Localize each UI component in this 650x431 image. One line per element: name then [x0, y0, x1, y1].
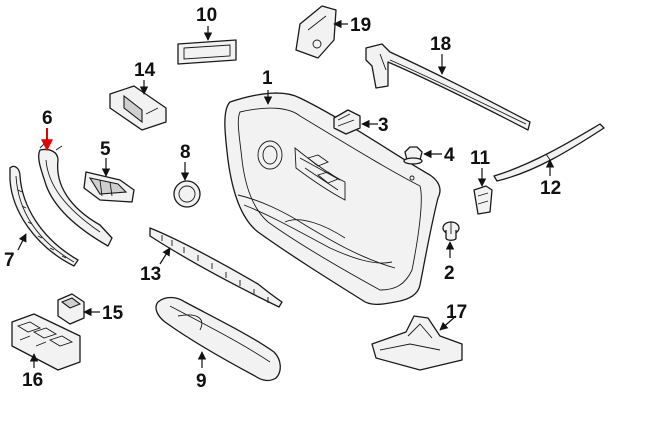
callout-9: 9: [196, 371, 207, 392]
callout-5: 5: [100, 139, 111, 160]
callout-15: 15: [102, 303, 124, 324]
part-11-bracket: [473, 185, 493, 215]
callout-1: 1: [262, 68, 273, 89]
part-6-upper-trim-strip: [38, 143, 113, 247]
callout-19: 19: [350, 15, 371, 36]
callout-13: 13: [140, 264, 161, 285]
callout-8: 8: [180, 142, 191, 163]
part-10-switch-cover: [177, 39, 237, 65]
part-3-bracket-clip: [333, 109, 361, 135]
part-7-lower-trim-strip: [9, 165, 79, 267]
part-14-window-switch: [109, 85, 167, 131]
part-15-single-switch: [57, 293, 85, 325]
callout-16: 16: [22, 370, 43, 391]
callout-12: 12: [540, 178, 561, 199]
part-12-weatherstrip: [493, 123, 605, 182]
callout-3: 3: [378, 115, 389, 136]
callout-6: 6: [42, 108, 53, 129]
part-18-window-guide-rail: [365, 43, 531, 131]
callout-labels: 1 2 3 4 5 6 7 8 9 10 11 12 13 14 15 16 1…: [4, 5, 561, 392]
part-4-grommet: [403, 146, 423, 165]
callout-14: 14: [134, 60, 156, 81]
callout-17: 17: [446, 302, 467, 323]
callout-7: 7: [4, 250, 15, 271]
leader-7: [17, 233, 27, 251]
callout-18: 18: [430, 34, 451, 55]
part-17-support-bracket: [371, 315, 463, 371]
callout-10: 10: [196, 5, 217, 26]
callout-4: 4: [444, 145, 455, 166]
callout-11: 11: [470, 148, 491, 169]
part-2-push-clip: [442, 221, 460, 241]
part-9-armrest: [155, 296, 281, 382]
part-5-handle-bezel: [83, 171, 135, 203]
leader-13: [159, 247, 171, 265]
callout-2: 2: [444, 263, 455, 284]
part-13-sealing-strip: [149, 227, 283, 308]
part-1-door-trim-panel: [224, 92, 441, 306]
part-8-speaker-ring: [173, 180, 201, 208]
part-19-mirror-bracket: [295, 5, 337, 59]
leader-17: [439, 315, 457, 331]
leader-lines: [17, 19, 555, 368]
part-16-master-switch: [11, 313, 81, 371]
